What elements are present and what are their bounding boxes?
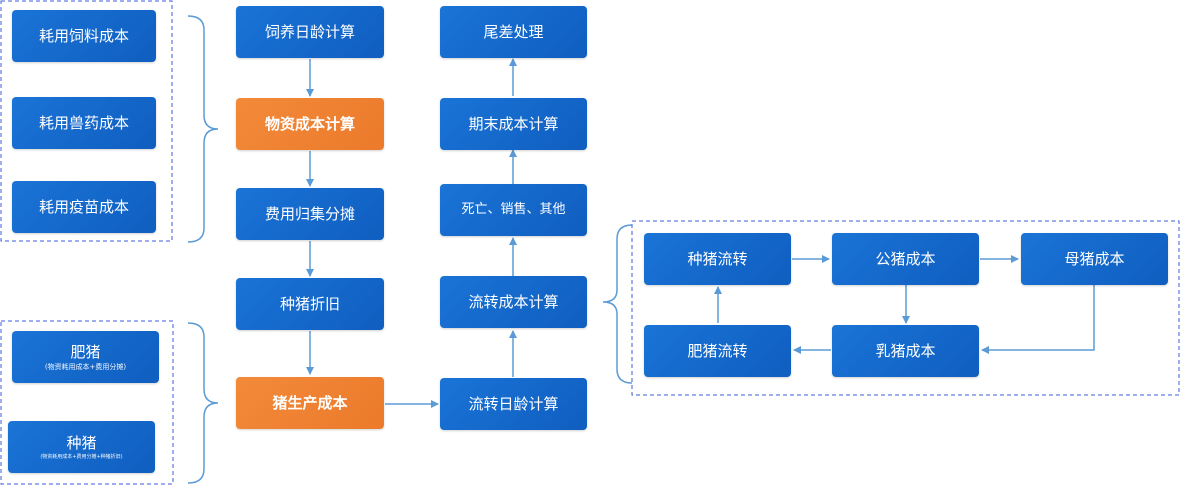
piglet-cost-node: 乳猪成本 — [832, 325, 979, 377]
brace-cycle — [602, 224, 633, 384]
period-end-cost-node: 期末成本计算 — [440, 98, 587, 150]
sow-cost-label: 母猪成本 — [1064, 250, 1125, 268]
arrow-sow-to-piglet — [981, 285, 1095, 354]
production-cost-label: 猪生产成本 — [272, 394, 348, 412]
transfer-cost-node: 流转成本计算 — [440, 276, 587, 328]
transfer-cost-label: 流转成本计算 — [468, 293, 559, 311]
expense-allocation-node: 费用归集分摊 — [236, 188, 384, 240]
sow-cost-node: 母猪成本 — [1021, 233, 1168, 285]
finisher-transfer-node: 肥猪流转 — [644, 325, 791, 377]
boar-cost-label: 公猪成本 — [875, 250, 936, 268]
death-sales-other-node: 死亡、销售、其他 — [440, 184, 587, 236]
material-cost-node: 物资成本计算 — [236, 98, 384, 150]
breeder-transfer-node: 种猪流转 — [644, 233, 791, 285]
rounding-diff-label: 尾差处理 — [483, 23, 544, 41]
production-cost-node: 猪生产成本 — [236, 377, 384, 429]
vet-drug-cost-node: 耗用兽药成本 — [12, 97, 156, 149]
brace-pig-types — [187, 322, 219, 484]
feed-cost-node: 耗用饲料成本 — [12, 10, 156, 62]
material-cost-label: 物资成本计算 — [264, 115, 355, 133]
finisher-pig-node: 肥猪 (物资耗用成本+费用分摊) — [12, 331, 159, 383]
period-end-cost-label: 期末成本计算 — [468, 115, 559, 133]
transfer-days-label: 流转日龄计算 — [468, 395, 559, 413]
brace-material — [187, 15, 219, 243]
death-sales-other-label: 死亡、销售、其他 — [461, 202, 566, 218]
finisher-pig-note: (物资耗用成本+费用分摊) — [44, 362, 127, 371]
pig-types-frame — [0, 320, 174, 485]
breeder-depreciation-label: 种猪折旧 — [279, 295, 340, 313]
cycle-frame — [631, 220, 1180, 396]
finisher-pig-label: 肥猪 — [70, 342, 101, 361]
vaccine-cost-node: 耗用疫苗成本 — [12, 181, 156, 233]
expense-allocation-label: 费用归集分摊 — [264, 205, 355, 223]
breeder-pig-note: (物资耗用成本+费用分摊+种猪折旧) — [40, 454, 123, 460]
vet-drug-cost-label: 耗用兽药成本 — [38, 114, 129, 132]
breeder-pig-label: 种猪 — [66, 434, 97, 452]
boar-cost-node: 公猪成本 — [832, 233, 979, 285]
piglet-cost-label: 乳猪成本 — [875, 342, 936, 360]
transfer-days-node: 流转日龄计算 — [440, 378, 587, 430]
vaccine-cost-label: 耗用疫苗成本 — [38, 198, 129, 216]
breeder-pig-node: 种猪 (物资耗用成本+费用分摊+种猪折旧) — [8, 421, 155, 473]
rounding-diff-node: 尾差处理 — [440, 6, 587, 58]
material-items-frame — [0, 0, 173, 242]
breeder-transfer-label: 种猪流转 — [687, 250, 748, 268]
feeding-age-label: 饲养日龄计算 — [264, 23, 355, 41]
feeding-age-node: 饲养日龄计算 — [236, 6, 384, 58]
breeder-depreciation-node: 种猪折旧 — [236, 278, 384, 330]
finisher-transfer-label: 肥猪流转 — [687, 342, 748, 360]
feed-cost-label: 耗用饲料成本 — [38, 27, 129, 45]
